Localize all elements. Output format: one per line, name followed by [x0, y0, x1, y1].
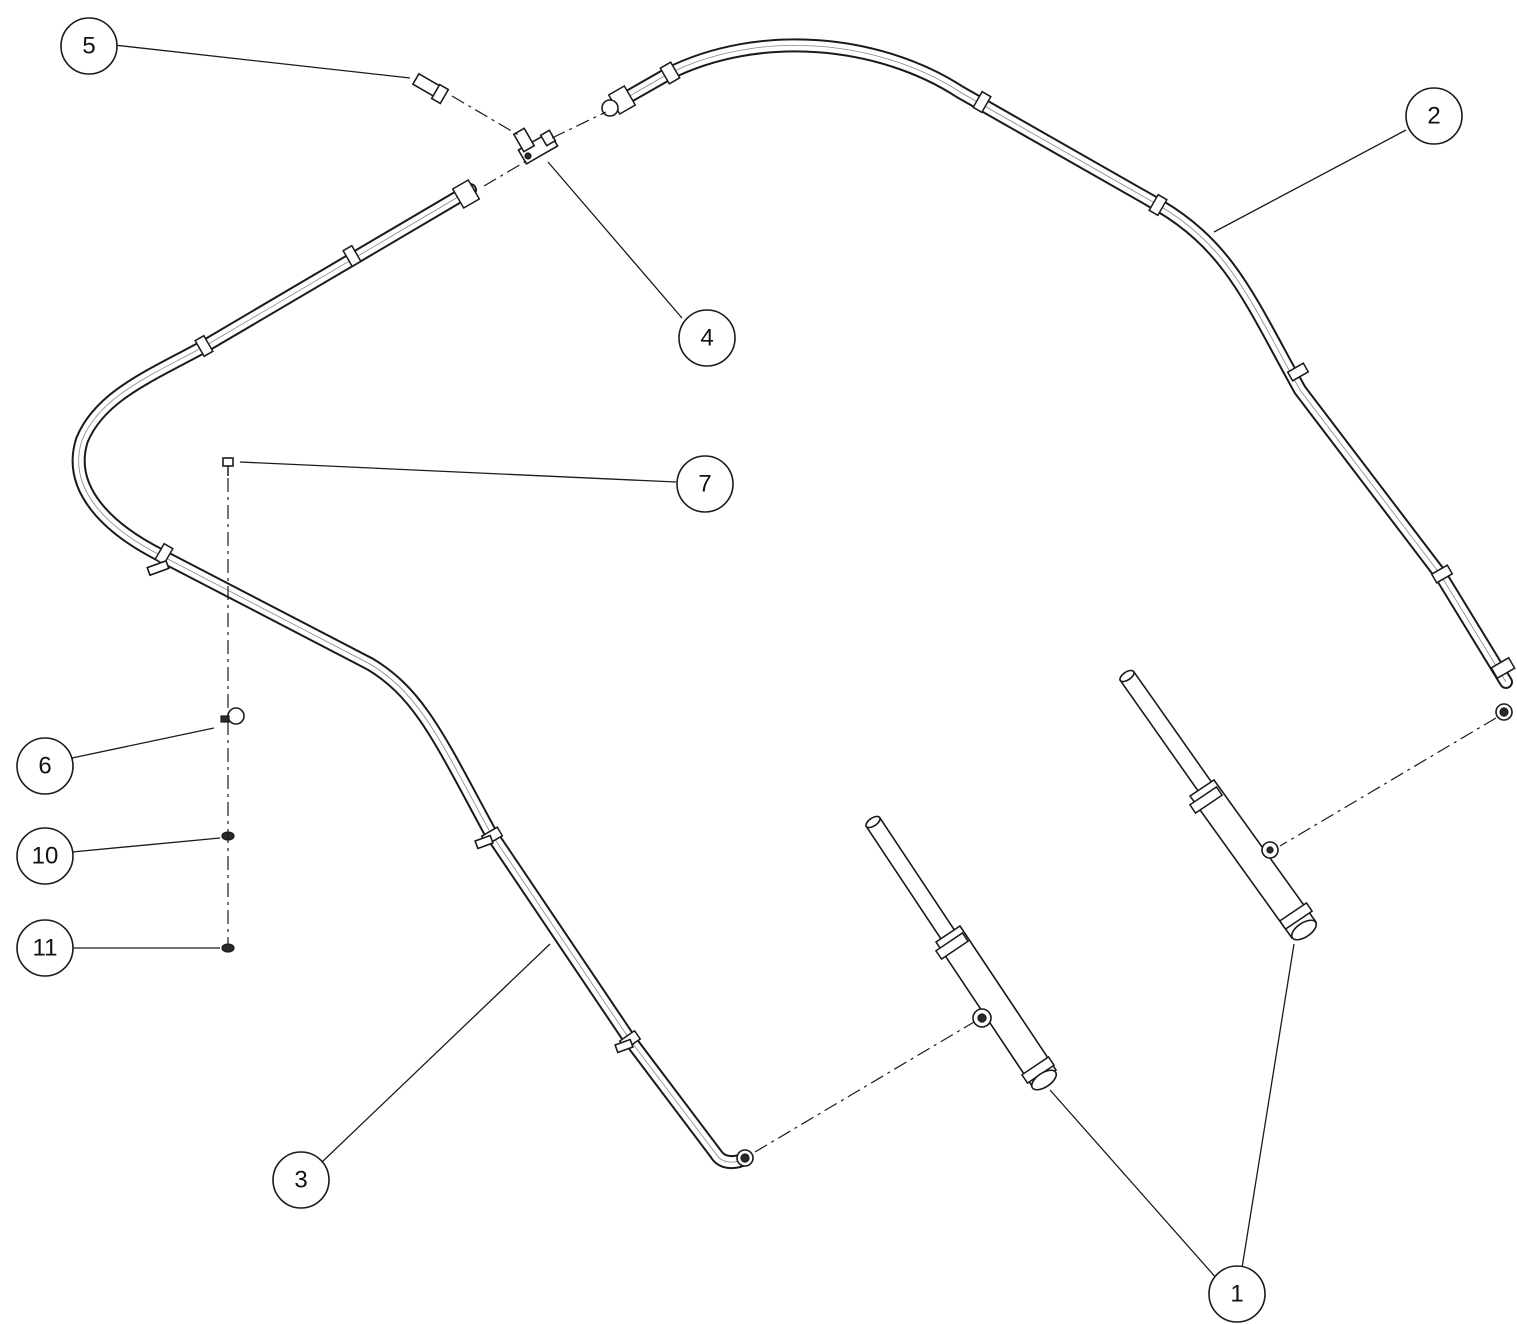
callout-3: 3 — [272, 1151, 330, 1209]
callout-label: 2 — [1427, 103, 1440, 130]
fitting-part-5 — [411, 72, 450, 105]
callout-6: 6 — [16, 737, 74, 795]
callout-11: 11 — [16, 919, 74, 977]
tee-fitting-part-4 — [512, 127, 559, 166]
callout-10: 10 — [16, 827, 74, 885]
callout-label: 6 — [38, 753, 51, 780]
bolt-part-7 — [222, 457, 234, 476]
callout-label: 1 — [1230, 1281, 1243, 1308]
hose-part-3 — [71, 178, 754, 1170]
callout-label: 5 — [82, 33, 95, 60]
callout-2: 2 — [1405, 87, 1463, 145]
assembly-centerlines — [227, 95, 1497, 1153]
callout-5: 5 — [60, 17, 118, 75]
cylinder-part-1-right — [1118, 669, 1318, 941]
callout-label: 7 — [698, 471, 711, 498]
callout-label: 4 — [700, 325, 713, 352]
callout-7: 7 — [676, 455, 734, 513]
callout-1: 1 — [1208, 1265, 1266, 1323]
hose-part-2 — [601, 38, 1516, 721]
callout-label: 11 — [33, 935, 58, 962]
callout-4: 4 — [678, 309, 736, 367]
callout-label: 10 — [32, 843, 59, 870]
callout-label: 3 — [294, 1167, 307, 1194]
nut-part-11 — [221, 943, 235, 953]
clamp-part-6 — [220, 707, 245, 725]
leader-lines — [71, 44, 1407, 1281]
cylinder-part-1-left — [864, 815, 1058, 1091]
